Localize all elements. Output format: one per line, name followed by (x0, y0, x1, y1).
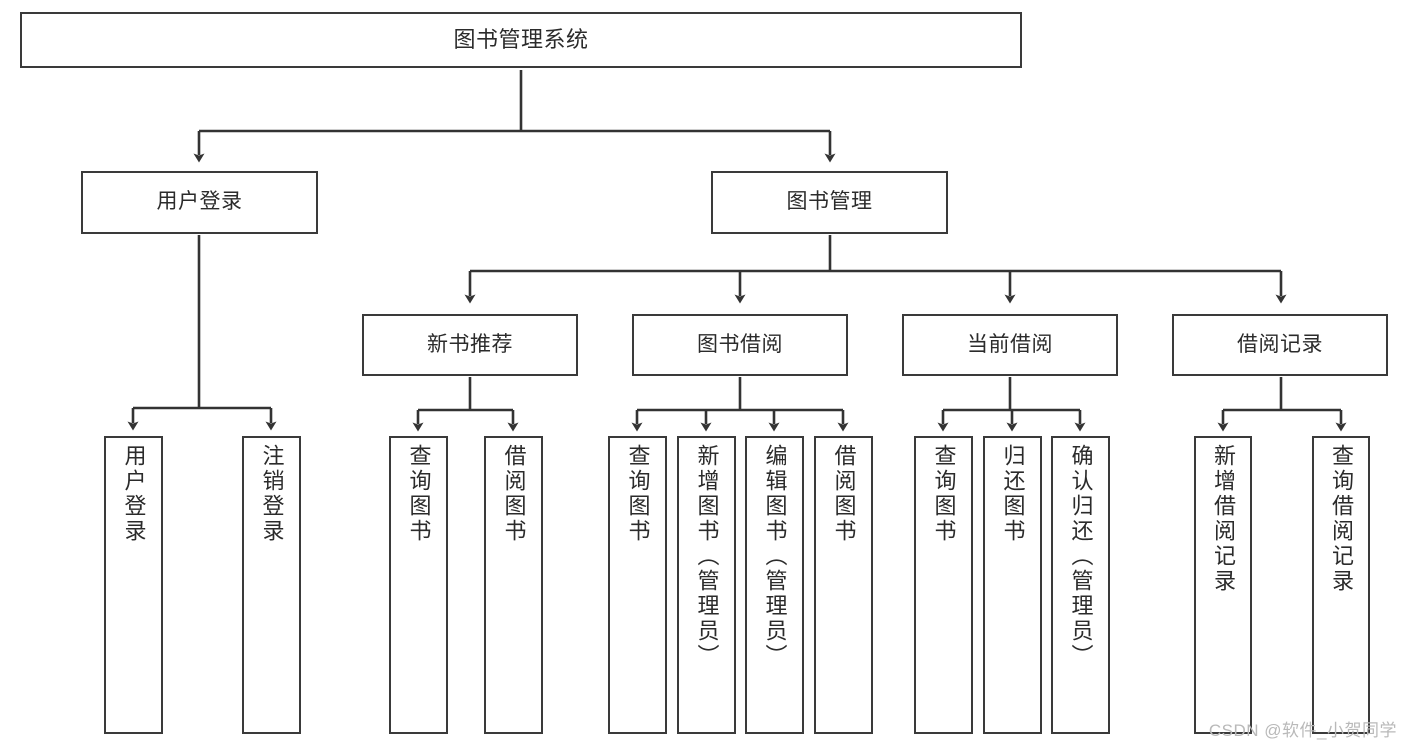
node-label: 用户登录 (121, 444, 147, 544)
leaf-borrow-query-book[interactable]: 查询图书 (608, 436, 667, 734)
node-label: 编辑图书（管理员） (762, 444, 788, 669)
node-label: 查询图书 (931, 444, 957, 544)
node-label: 当前借阅 (967, 332, 1053, 356)
leaf-current-confirm-return-admin[interactable]: 确认归还（管理员） (1051, 436, 1110, 734)
node-label: 借阅记录 (1237, 332, 1323, 356)
leaf-recommend-borrow-book[interactable]: 借阅图书 (484, 436, 543, 734)
node-label: 借阅图书 (831, 444, 857, 544)
node-root-system[interactable]: 图书管理系统 (20, 12, 1022, 68)
node-label: 新书推荐 (427, 332, 513, 356)
leaf-current-return-book[interactable]: 归还图书 (983, 436, 1042, 734)
node-new-book-recommend[interactable]: 新书推荐 (362, 314, 578, 376)
leaf-user-login-logout[interactable]: 注销登录 (242, 436, 301, 734)
node-label: 确认归还（管理员） (1068, 444, 1094, 669)
leaf-user-login-login[interactable]: 用户登录 (104, 436, 163, 734)
node-book-management[interactable]: 图书管理 (711, 171, 948, 234)
node-borrow-record[interactable]: 借阅记录 (1172, 314, 1388, 376)
node-label: 用户登录 (156, 190, 243, 214)
leaf-recommend-query-book[interactable]: 查询图书 (389, 436, 448, 734)
node-label: 图书管理系统 (453, 27, 589, 53)
node-label: 查询图书 (406, 444, 432, 544)
leaf-borrow-edit-book-admin[interactable]: 编辑图书（管理员） (745, 436, 804, 734)
leaf-current-query-book[interactable]: 查询图书 (914, 436, 973, 734)
node-label: 图书管理 (786, 190, 873, 214)
node-label: 图书借阅 (697, 332, 783, 356)
watermark-text: CSDN @软件_小贺同学 (1208, 721, 1397, 740)
node-label: 注销登录 (259, 444, 285, 544)
node-user-login[interactable]: 用户登录 (81, 171, 318, 234)
leaf-borrow-add-book-admin[interactable]: 新增图书（管理员） (677, 436, 736, 734)
node-label: 查询图书 (625, 444, 651, 544)
node-book-borrow[interactable]: 图书借阅 (632, 314, 848, 376)
node-label: 新增图书（管理员） (694, 444, 720, 669)
leaf-record-query-record[interactable]: 查询借阅记录 (1312, 436, 1370, 734)
node-label: 查询借阅记录 (1329, 444, 1354, 594)
node-label: 新增借阅记录 (1211, 444, 1236, 594)
node-label: 归还图书 (1000, 444, 1026, 544)
leaf-record-add-record[interactable]: 新增借阅记录 (1194, 436, 1252, 734)
leaf-borrow-borrow-book[interactable]: 借阅图书 (814, 436, 873, 734)
node-label: 借阅图书 (501, 444, 527, 544)
node-current-borrow[interactable]: 当前借阅 (902, 314, 1118, 376)
